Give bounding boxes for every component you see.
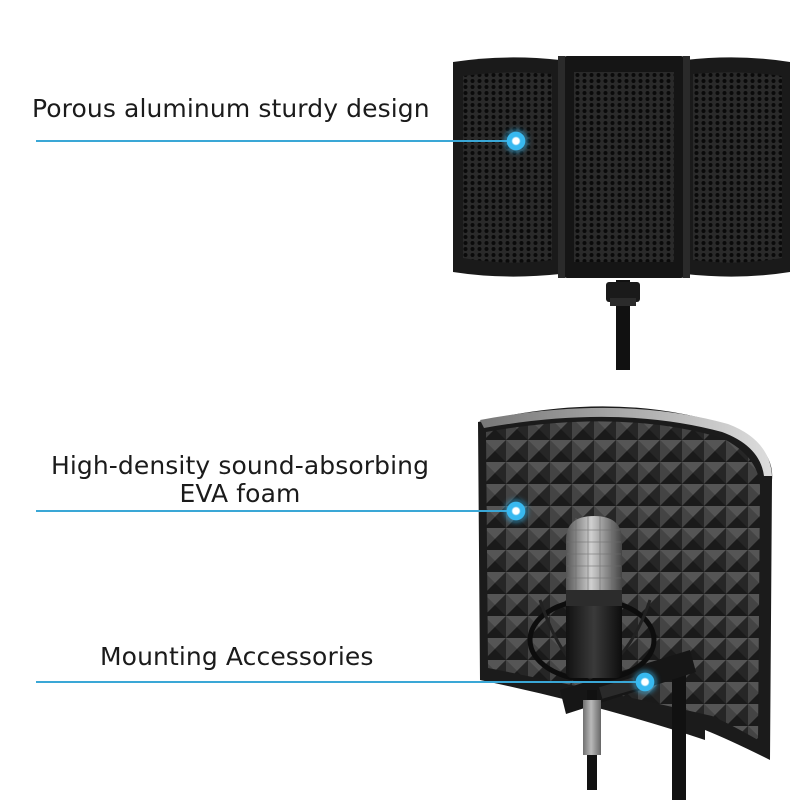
callout-line-aluminum bbox=[36, 140, 518, 142]
aluminum-shield-top bbox=[453, 56, 790, 370]
hotspot-dot-icon bbox=[634, 671, 656, 693]
hotspot-dot-icon bbox=[505, 500, 527, 522]
feature-label-aluminum: Porous aluminum sturdy design bbox=[32, 94, 430, 123]
foam-shield-bottom bbox=[478, 406, 773, 800]
feature-label-foam: High-density sound-absorbing EVA foam bbox=[40, 452, 440, 508]
feature-label-foam-line1: High-density sound-absorbing bbox=[50, 451, 430, 480]
feature-label-mounting: Mounting Accessories bbox=[100, 642, 374, 671]
hotspot-dot-icon bbox=[505, 130, 527, 152]
callout-line-mounting bbox=[36, 681, 646, 683]
callout-line-foam bbox=[36, 510, 516, 512]
feature-label-foam-line2: EVA foam bbox=[179, 479, 301, 508]
